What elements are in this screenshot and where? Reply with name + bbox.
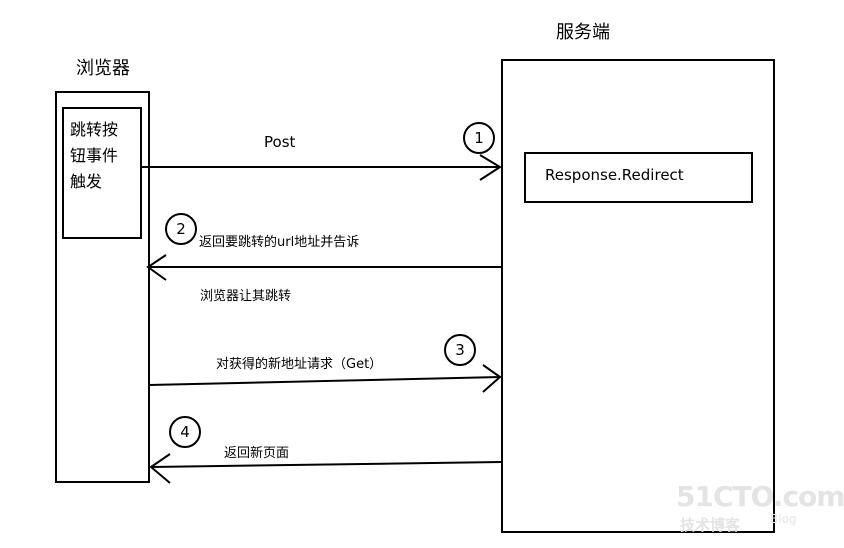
server-box (501, 59, 775, 533)
step-2-label: 返回要跳转的url地址并告诉 (199, 235, 360, 250)
watermark-subtitle: 技术博客 (680, 516, 741, 534)
step-1-circle (463, 122, 495, 154)
server-title: 服务端 (556, 22, 610, 43)
response-redirect-box (524, 152, 753, 203)
step-3-number: 3 (455, 341, 465, 359)
diagram-canvas (55, 59, 775, 533)
sequence-diagram: 浏览器 服务端 跳转按钮事件触发 Response.Redirect 1 2 3… (55, 22, 844, 534)
step-2-circle (165, 213, 197, 245)
step-2-label-line2: 浏览器让其跳转 (200, 289, 292, 304)
arrow-step-2 (146, 254, 501, 281)
browser-title: 浏览器 (76, 58, 130, 79)
button-event-text: 跳转按钮事件触发 (70, 120, 119, 191)
button-event-box (62, 107, 142, 239)
arrow-step-1 (141, 154, 502, 181)
step-4-label: 返回新页面 (224, 446, 290, 461)
step-1-number: 1 (474, 129, 484, 147)
step-2-number: 2 (176, 220, 186, 238)
arrow-step-4 (149, 453, 502, 484)
step-3-circle (444, 334, 476, 366)
step-4-number: 4 (180, 423, 190, 441)
response-redirect-text: Response.Redirect (545, 166, 684, 184)
watermark-blog: Blog (770, 512, 797, 526)
watermark-logo: 51CTO.com (676, 480, 844, 513)
browser-box (55, 91, 150, 483)
step-4-circle (169, 416, 201, 448)
arrow-step-3 (148, 364, 502, 393)
step-1-label: Post (264, 133, 296, 151)
step-3-label: 对获得的新地址请求（Get） (216, 357, 383, 372)
